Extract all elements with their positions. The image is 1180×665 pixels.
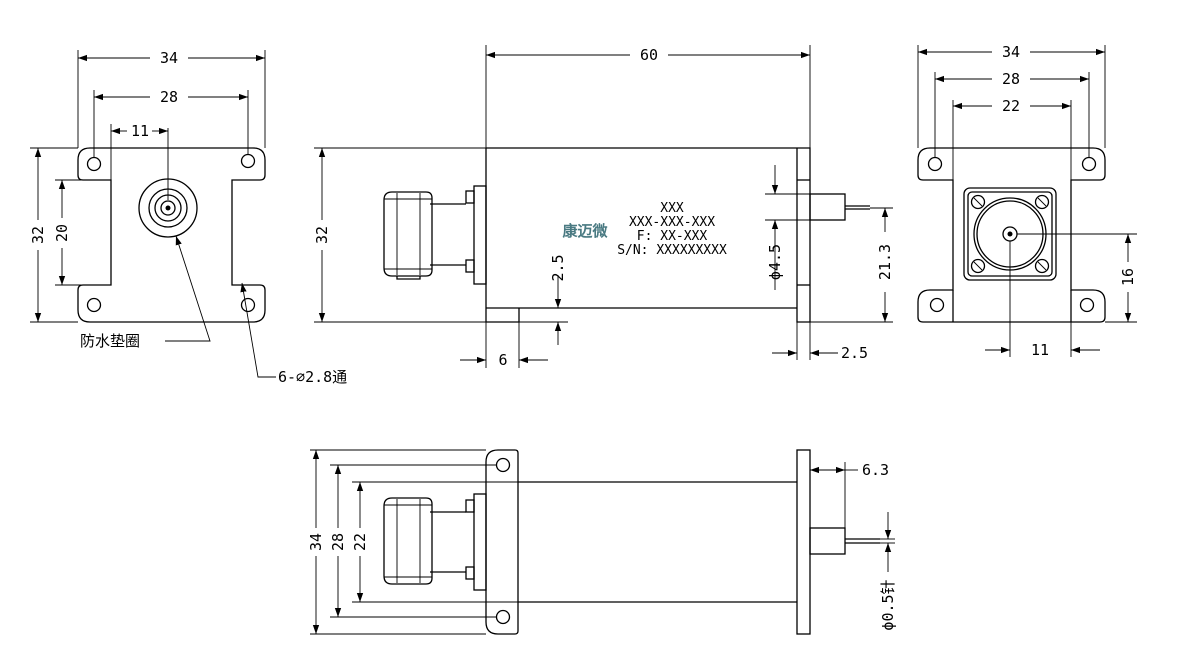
right-dim-34: 34: [1002, 43, 1020, 61]
right-dim-11: 11: [1031, 341, 1049, 359]
left-dim-28: 28: [160, 88, 178, 106]
right-dim-22: 22: [1002, 97, 1020, 115]
connector-nut: [383, 191, 433, 277]
bottom-connector-nut: [383, 497, 433, 585]
label-line-1: XXX: [660, 201, 684, 216]
left-dim-32: 32: [29, 226, 47, 244]
right-hole-top-left: [927, 156, 943, 172]
left-hole-bottom-left: [86, 297, 102, 313]
label-line-2: XXX-XXX-XXX: [629, 215, 715, 230]
bottom-pin-housing: [809, 527, 846, 555]
left-hole-top-right: [240, 153, 256, 169]
bottom-connector-flange: [473, 493, 487, 591]
bottom-hole-top: [495, 457, 511, 473]
left-dim-20: 20: [53, 224, 71, 242]
front-dim-60: 60: [640, 46, 658, 64]
left-view: 34 28 11 32 20 防水垫圈 6-⌀2.8通: [29, 49, 347, 386]
bottom-left-flange: [485, 449, 519, 635]
holes-leader: [240, 282, 276, 378]
note-gasket: 防水垫圈: [80, 332, 140, 350]
right-hole-top-right: [1081, 156, 1097, 172]
brand-logo: 康迈微: [562, 222, 608, 240]
left-dim-11: 11: [131, 122, 149, 140]
bottom-dim-6-3: 6.3: [862, 461, 889, 479]
right-dim-28: 28: [1002, 70, 1020, 88]
front-dim-6: 6: [498, 351, 507, 369]
flange-screw-tl: [970, 194, 986, 210]
right-view: 34 28 22 16 11: [917, 43, 1137, 359]
left-view-outline: [77, 147, 266, 323]
bottom-dim-phi0-5: ϕ0.5针: [879, 579, 897, 630]
front-view: 60 32 2.5 6 ϕ4.5 21.3 2.5 康迈微 XXX XXX-XX…: [313, 45, 894, 369]
front-dim-phi4-5: ϕ4.5: [766, 244, 784, 280]
right-hole-bottom-left: [929, 297, 945, 313]
front-dim-2-5-v: 2.5: [549, 254, 567, 281]
label-line-3: F: XX-XXX: [637, 229, 708, 244]
connector-pin: [165, 205, 171, 211]
flange-screw-tr: [1034, 194, 1050, 210]
right-view-outline: [917, 147, 1106, 323]
bottom-right-flange: [796, 449, 811, 635]
note-holes: 6-⌀2.8通: [278, 368, 347, 386]
flange-screw-bl: [970, 258, 986, 274]
right-hole-bottom-right: [1079, 297, 1095, 313]
connector-dielectric: [160, 200, 176, 216]
front-dim-32: 32: [313, 226, 331, 244]
bottom-dim-22: 22: [351, 533, 369, 551]
connector-flange: [473, 185, 487, 285]
gasket-leader: [165, 235, 211, 342]
flange-screw-br: [1034, 258, 1050, 274]
bottom-dim-34: 34: [307, 533, 325, 551]
bottom-dim-28: 28: [329, 533, 347, 551]
pin-housing: [809, 193, 846, 221]
left-hole-top-left: [86, 156, 102, 172]
left-dim-34: 34: [160, 49, 178, 67]
right-dim-16: 16: [1119, 268, 1137, 286]
front-dim-2-5-h: 2.5: [841, 344, 868, 362]
label-line-4: S/N: XXXXXXXXX: [617, 243, 727, 258]
bottom-hole-bottom: [495, 609, 511, 625]
left-hole-bottom-right: [240, 297, 256, 313]
bottom-view: 34 28 22 6.3 ϕ0.5针: [307, 449, 897, 635]
front-dim-21-3: 21.3: [876, 244, 894, 280]
